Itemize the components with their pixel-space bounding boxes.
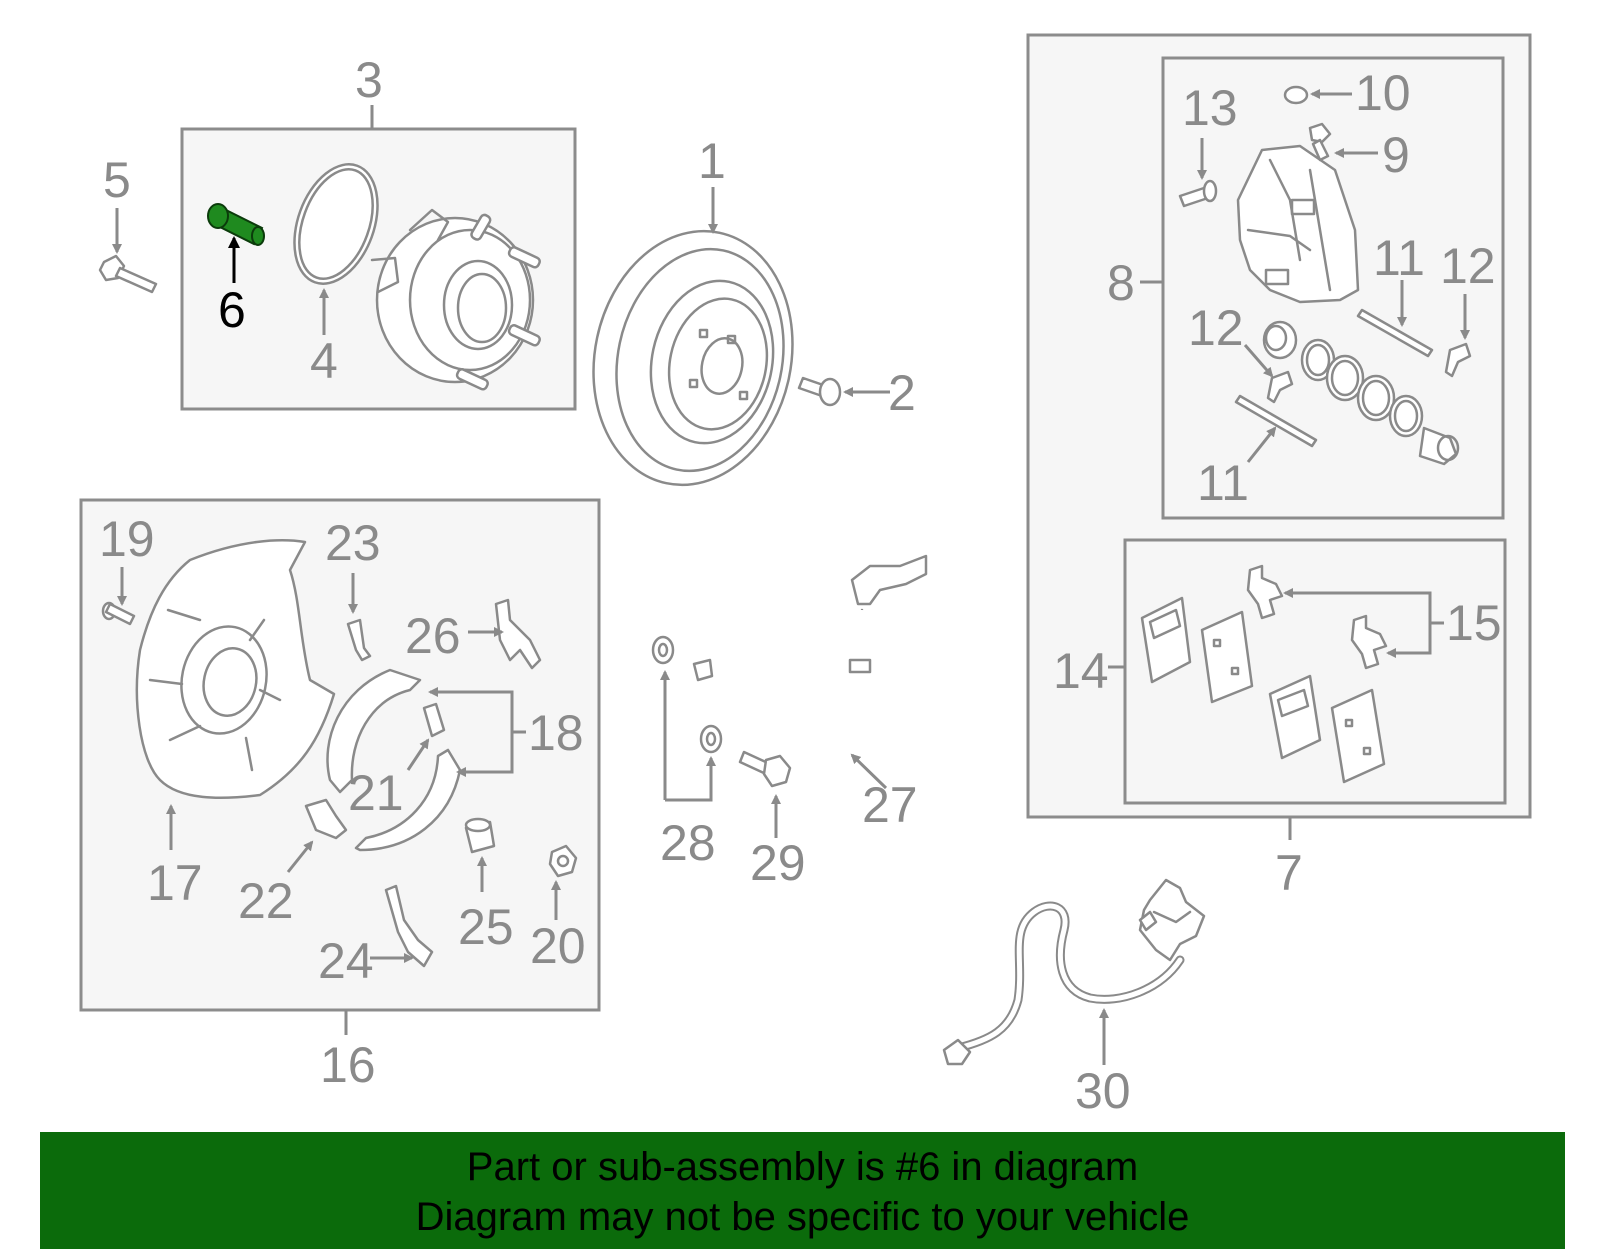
label-14[interactable]: 14 <box>1053 643 1109 699</box>
piston-seal-kit[interactable] <box>1262 320 1460 466</box>
label-12-left[interactable]: 12 <box>1188 300 1244 356</box>
part-18-brake-shoes[interactable] <box>326 668 462 852</box>
label-4[interactable]: 4 <box>310 333 338 389</box>
banner-line-1: Part or sub-assembly is #6 in diagram <box>466 1145 1139 1189</box>
label-12-right[interactable]: 12 <box>1440 238 1496 294</box>
label-8[interactable]: 8 <box>1107 255 1135 311</box>
part-21-hold-pin[interactable] <box>422 702 446 738</box>
label-11-lower[interactable]: 11 <box>1197 455 1249 511</box>
pads-sub-box <box>1123 538 1507 805</box>
part-19-bolt[interactable] <box>101 601 136 626</box>
label-18[interactable]: 18 <box>528 705 584 761</box>
label-20[interactable]: 20 <box>530 918 586 974</box>
label-5[interactable]: 5 <box>103 152 131 208</box>
part-13-guide-pin[interactable] <box>1178 179 1218 208</box>
part-12-clip-left[interactable] <box>1266 370 1294 404</box>
part-25-bushing[interactable] <box>464 817 496 854</box>
caliper-body[interactable] <box>1236 144 1360 304</box>
part-10-washer[interactable] <box>1283 85 1309 105</box>
info-banner: Part or sub-assembly is #6 in diagram Di… <box>40 1132 1565 1249</box>
label-26[interactable]: 26 <box>405 608 461 664</box>
label-16[interactable]: 16 <box>320 1037 376 1093</box>
label-27[interactable]: 27 <box>862 777 918 833</box>
caliper-assembly-group: 7 8 10 9 13 <box>1026 33 1532 901</box>
part-12-clip-right[interactable] <box>1444 342 1472 378</box>
part-24-lever[interactable] <box>384 884 434 968</box>
part-22-clip[interactable] <box>304 798 348 840</box>
label-15[interactable]: 15 <box>1446 595 1502 651</box>
label-29[interactable]: 29 <box>750 835 806 891</box>
label-7[interactable]: 7 <box>1275 845 1303 901</box>
label-10[interactable]: 10 <box>1355 65 1411 121</box>
part-23-spring[interactable] <box>346 618 372 662</box>
hub-bearing[interactable] <box>370 208 541 391</box>
part-30-abs-sensor[interactable] <box>942 878 1206 1066</box>
label-30[interactable]: 30 <box>1075 1063 1131 1119</box>
banner-line-2: Diagram may not be specific to your vehi… <box>415 1195 1190 1239</box>
part-4-o-ring[interactable] <box>279 153 393 296</box>
part-9-bolt[interactable] <box>1308 122 1332 162</box>
part-28-washers[interactable] <box>651 635 723 754</box>
part-6-hub-bolt[interactable] <box>207 203 265 246</box>
hub-assembly-group: 3 6 4 <box>180 52 577 411</box>
label-21[interactable]: 21 <box>348 765 404 821</box>
part-11-pin-lower[interactable] <box>1234 394 1318 448</box>
label-17[interactable]: 17 <box>147 855 203 911</box>
part-14-brake-pads[interactable] <box>1140 596 1386 784</box>
label-6[interactable]: 6 <box>218 282 246 338</box>
label-3[interactable]: 3 <box>355 52 383 108</box>
part-2-rotor-screw[interactable] <box>797 376 842 407</box>
label-11-upper[interactable]: 11 <box>1373 230 1425 286</box>
label-19[interactable]: 19 <box>99 511 155 567</box>
part-20-nut[interactable] <box>548 844 578 878</box>
parking-brake-group: 16 17 19 23 26 18 <box>79 498 601 1093</box>
label-1[interactable]: 1 <box>698 133 726 189</box>
part-27-brake-hose[interactable] <box>692 554 928 744</box>
label-2[interactable]: 2 <box>888 365 916 421</box>
part-5-bolt[interactable] <box>98 254 158 294</box>
label-22[interactable]: 22 <box>238 873 294 929</box>
part-26-adjuster[interactable] <box>494 598 542 670</box>
label-13[interactable]: 13 <box>1182 80 1238 136</box>
part-15-pad-clips[interactable] <box>1246 564 1388 670</box>
label-23[interactable]: 23 <box>325 515 381 571</box>
label-25[interactable]: 25 <box>458 899 514 955</box>
part-29-banjo-bolt[interactable] <box>738 750 792 788</box>
part-11-pin-upper[interactable] <box>1356 308 1434 358</box>
label-9[interactable]: 9 <box>1382 127 1410 183</box>
label-28[interactable]: 28 <box>660 815 716 871</box>
part-1-brake-rotor[interactable] <box>571 212 816 503</box>
part-17-backing-plate[interactable] <box>135 539 336 799</box>
label-24[interactable]: 24 <box>318 933 374 989</box>
